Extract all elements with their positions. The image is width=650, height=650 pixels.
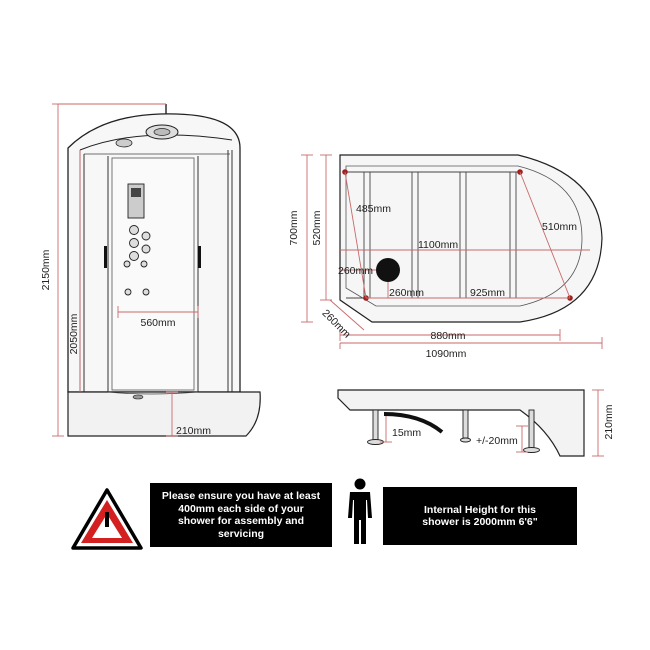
height-panel-label: 2050mm xyxy=(68,313,80,354)
tray-base xyxy=(67,391,261,437)
tray-height-label: 210mm xyxy=(176,425,211,437)
corner-label: 260mm xyxy=(319,307,352,340)
assembly-notice-line-1: Please ensure you have at least xyxy=(161,490,321,502)
assembly-space-notice: Please ensure you have at least 400mm ea… xyxy=(150,483,332,547)
assembly-notice-line-2: 400mm each side of your xyxy=(178,502,304,515)
waste-pipe-icon xyxy=(383,412,444,434)
door-handle-left xyxy=(104,246,107,268)
waste-drain-icon xyxy=(376,258,400,282)
door-width-label: 560mm xyxy=(140,317,175,329)
waste-icon xyxy=(132,394,144,400)
waste-offset-x-label: 260mm xyxy=(338,265,373,277)
assembly-notice-line-3: shower for assembly and xyxy=(177,515,305,527)
body-jets-icon xyxy=(123,225,151,296)
depth-inner-label: 520mm xyxy=(311,210,323,245)
internal-height-notice: Internal Height for this shower is 2000m… xyxy=(383,487,577,545)
depth-total-label: 700mm xyxy=(288,210,300,245)
internal-height-line-1: Internal Height for this xyxy=(423,503,536,516)
height-total-label: 2150mm xyxy=(40,249,52,290)
person-icon xyxy=(348,478,372,544)
front-span-label: 925mm xyxy=(470,287,505,299)
width-total-label: 1090mm xyxy=(426,348,467,360)
diag-left-label: 485mm xyxy=(356,203,391,215)
plan-outline xyxy=(339,154,603,323)
assembly-notice-line-4: servicing xyxy=(217,527,265,540)
door-handle-right xyxy=(198,246,201,268)
width-880-label: 880mm xyxy=(430,330,465,342)
warning-icon xyxy=(71,488,143,550)
back-panel xyxy=(111,157,195,391)
waste-offset-y-label: 260mm xyxy=(389,287,424,299)
plan-view: 485mm 510mm 1100mm 260mm 260mm 925mm 700… xyxy=(288,154,603,360)
leg-adjust-label: +/-20mm xyxy=(476,435,518,447)
speaker-icon xyxy=(115,138,133,148)
leg-height-label: 15mm xyxy=(392,427,421,439)
inner-width-label: 1100mm xyxy=(418,239,458,251)
internal-height-line-2: shower is 2000mm 6'6" xyxy=(422,516,538,528)
tray-side-view: 15mm +/-20mm 210mm xyxy=(337,389,615,457)
diag-right-label: 510mm xyxy=(542,221,577,233)
tray-side-height-label: 210mm xyxy=(603,404,615,439)
front-view: 2150mm 2050mm 560mm 210mm xyxy=(40,103,261,437)
